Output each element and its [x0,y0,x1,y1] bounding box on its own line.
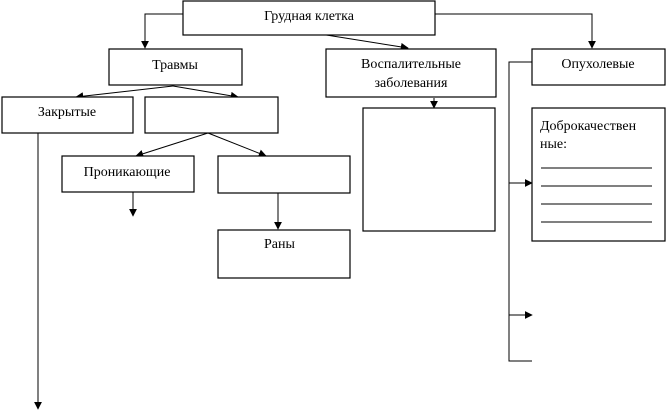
node-trauma-label: Травмы [152,58,198,73]
edge-root-to-inflammatory [319,33,409,51]
node-penetrating: Проникающие [61,155,195,193]
node-trauma: Травмы [108,48,243,86]
edge-open-to-nonpenetrating [207,132,267,158]
node-inflammatory-label-line2: заболевания [375,76,449,91]
node-root: Грудная клетка [182,0,436,36]
edge-open-to-penetrating [135,132,209,158]
node-penetrating-label: Проникающие [84,165,171,180]
edges [34,13,596,410]
node-tumor-label: Опухолевые [561,57,634,72]
node-benign-label-line2: ные: [540,137,567,152]
edge-trauma-to-closed [75,85,174,101]
node-wounds-label: Раны [264,237,295,252]
node-closed-label: Закрытые [38,105,96,120]
node-root-label: Грудная клетка [264,9,355,24]
node-nonpenetrating [217,155,351,194]
node-inflammatory-detail [362,107,496,232]
node-inflammatory-label-line1: Воспалительные [361,57,461,72]
node-tumor: Опухолевые [531,48,666,86]
node-wounds: Раны [217,229,351,279]
edge-root-to-trauma [141,13,183,49]
node-benign: Доброкачествен ные: [531,107,666,242]
node-closed: Закрытые [1,96,134,134]
tumor-bracket [508,61,532,362]
node-benign-label-line1: Доброкачествен [540,119,637,134]
node-inflammatory: Воспалительные заболевания [325,48,497,98]
node-open [144,96,279,134]
edge-trauma-to-open [172,85,239,100]
edge-root-to-tumor [435,13,596,49]
